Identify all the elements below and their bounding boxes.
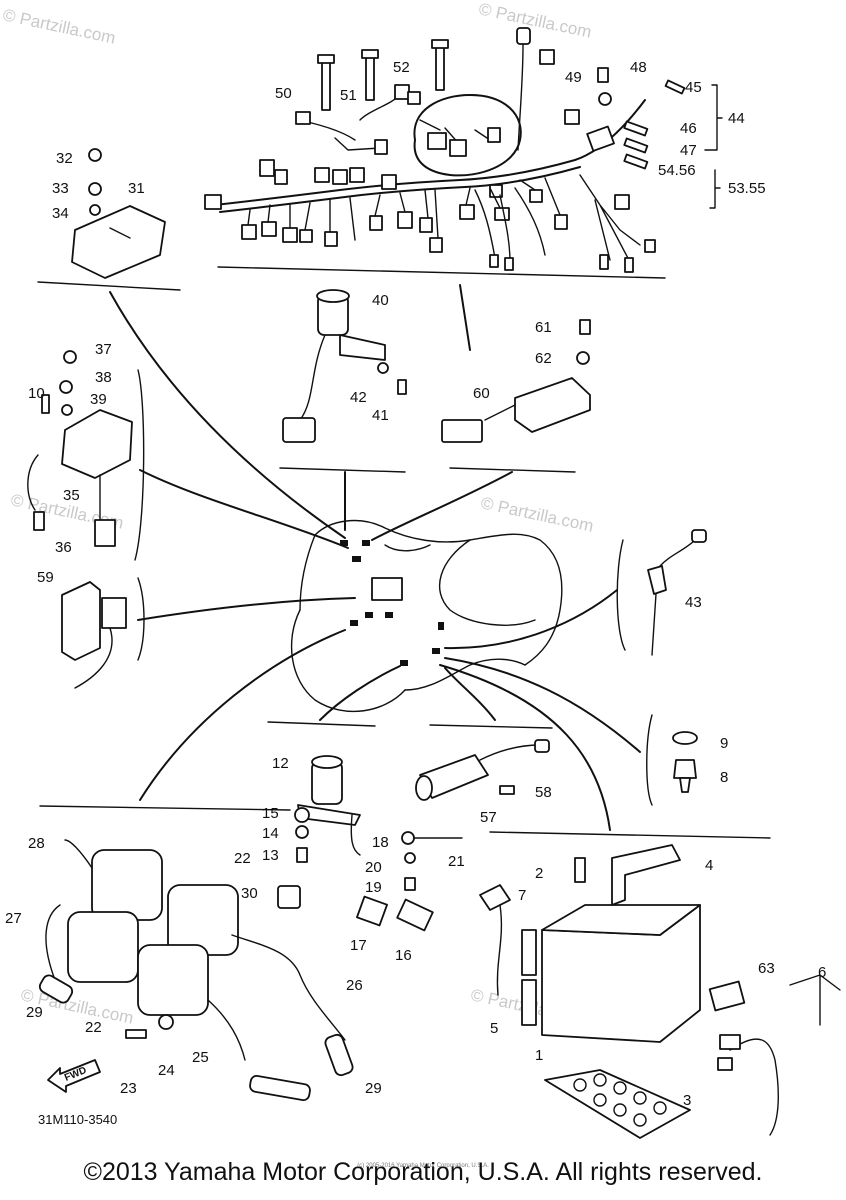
oil-pressure-switch-8 [646, 714, 698, 806]
label-20: 20 [365, 859, 382, 876]
label-13: 13 [262, 847, 279, 864]
forward-arrow: FWD [47, 1059, 101, 1093]
label-15: 15 [262, 805, 279, 822]
ignition-coils-22 [38, 805, 354, 1102]
label-46: 46 [680, 120, 697, 137]
label-8: 8 [720, 769, 728, 786]
wire-harness [204, 27, 686, 279]
bracket-44 [704, 84, 723, 151]
label-33: 33 [52, 180, 69, 197]
label-48: 48 [630, 59, 647, 76]
leader-lines [109, 284, 641, 831]
watermark: © Partzilla.com [1, 5, 117, 47]
label-24: 24 [158, 1062, 175, 1079]
label-34: 34 [52, 205, 69, 222]
label-35: 35 [63, 487, 80, 504]
label-17: 17 [350, 937, 367, 954]
watermark: © Partzilla.com [479, 493, 595, 535]
label-30: 30 [241, 885, 258, 902]
label-22: 22 [234, 850, 251, 867]
label-38: 38 [95, 369, 112, 386]
label-39: 39 [90, 391, 107, 408]
label-19: 19 [365, 879, 382, 896]
label-10: 10 [28, 385, 45, 402]
label-31: 31 [128, 180, 145, 197]
sensor-12 [267, 721, 376, 863]
label-29: 29 [26, 1004, 43, 1021]
label-4: 4 [705, 857, 713, 874]
label-3: 3 [683, 1092, 691, 1109]
label-54-56: 54.56 [658, 162, 696, 179]
label-41: 41 [372, 407, 389, 424]
label-23: 23 [120, 1080, 137, 1097]
main-switch-40 [279, 289, 407, 473]
label-29: 29 [365, 1080, 382, 1097]
label-1: 1 [535, 1047, 543, 1064]
label-44: 44 [728, 110, 745, 127]
rectifier-35 [27, 350, 145, 561]
label-50: 50 [275, 85, 292, 102]
part-labels: 50 51 52 49 48 45 44 46 47 54.56 53.55 3… [5, 59, 826, 1109]
label-49: 49 [565, 69, 582, 86]
label-43: 43 [685, 594, 702, 611]
label-59: 59 [37, 569, 54, 586]
label-51: 51 [340, 87, 357, 104]
watermark: © Partzilla.com [477, 0, 593, 42]
label-57: 57 [480, 809, 497, 826]
label-45: 45 [685, 79, 702, 96]
neutral-switch-43 [616, 529, 707, 656]
label-25: 25 [192, 1049, 209, 1066]
label-21: 21 [448, 853, 465, 870]
battery-1 [479, 831, 841, 1139]
label-14: 14 [262, 825, 279, 842]
diagram-code: 31M110-3540 [38, 1112, 118, 1127]
label-47: 47 [680, 142, 697, 159]
ignitor-59 [61, 577, 145, 689]
label-26: 26 [346, 977, 363, 994]
small-parts-18-21 [277, 831, 463, 932]
bracket-5355 [709, 169, 721, 209]
frame-outline [290, 519, 563, 713]
starter-relay-57 [415, 724, 553, 801]
label-42: 42 [350, 389, 367, 406]
label-2: 2 [535, 865, 543, 882]
label-62: 62 [535, 350, 552, 367]
label-6: 6 [818, 964, 826, 981]
label-5: 5 [490, 1020, 498, 1037]
regulator-31 [37, 148, 181, 291]
label-32: 32 [56, 150, 73, 167]
label-12: 12 [272, 755, 289, 772]
label-36: 36 [55, 539, 72, 556]
label-37: 37 [95, 341, 112, 358]
label-27: 27 [5, 910, 22, 927]
fine-print: (c) 2005-2016 Yamaha Motor Corporation, … [357, 1163, 489, 1169]
label-52: 52 [393, 59, 410, 76]
label-28: 28 [28, 835, 45, 852]
label-40: 40 [372, 292, 389, 309]
label-7: 7 [518, 887, 526, 904]
relay-60 [441, 319, 591, 473]
label-9: 9 [720, 735, 728, 752]
label-61: 61 [535, 319, 552, 336]
label-63: 63 [758, 960, 775, 977]
copyright-footer: ©2013 Yamaha Motor Corporation, U.S.A. A… [83, 1158, 763, 1186]
label-22: 22 [85, 1019, 102, 1036]
label-60: 60 [473, 385, 490, 402]
label-16: 16 [395, 947, 412, 964]
label-58: 58 [535, 784, 552, 801]
label-53-55: 53.55 [728, 180, 766, 197]
label-18: 18 [372, 834, 389, 851]
